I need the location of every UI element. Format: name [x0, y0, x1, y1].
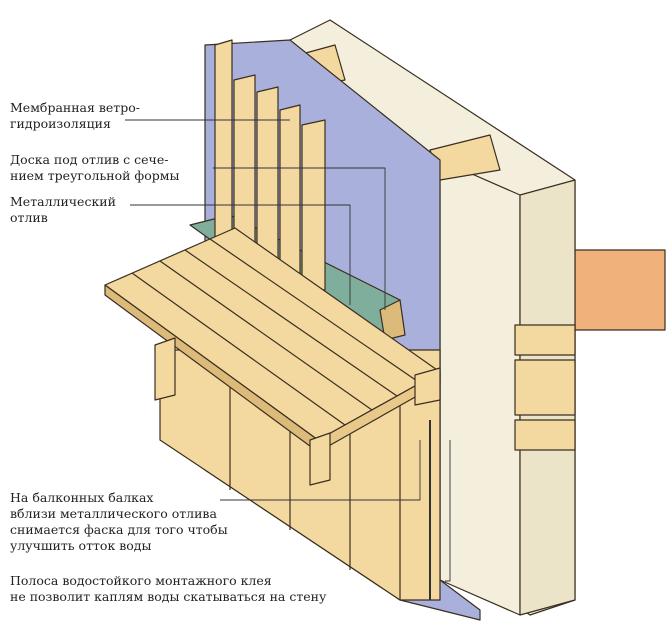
triangular-board	[379, 299, 406, 341]
balcony-beam	[154, 337, 176, 401]
label-membrane: Мембранная ветро- гидроизоляция	[10, 100, 140, 131]
label-metal-flashing: Металлический отлив	[10, 194, 116, 225]
label-balcony-beams: На балконных балках вблизи металлическог…	[10, 490, 228, 554]
label-triangular-board: Доска под отлив с сече- нием треугольной…	[10, 152, 180, 183]
wall-beam	[514, 419, 576, 451]
balcony-beam	[309, 432, 331, 486]
upper-board	[214, 39, 233, 256]
wall-beam	[514, 324, 576, 356]
insulation-block-front	[439, 159, 521, 616]
balcony-beam	[414, 367, 441, 406]
wall-beam	[514, 359, 576, 416]
upper-board	[279, 104, 301, 286]
label-glue-strip: Полоса водостойкого монтажного клея не п…	[10, 573, 327, 605]
